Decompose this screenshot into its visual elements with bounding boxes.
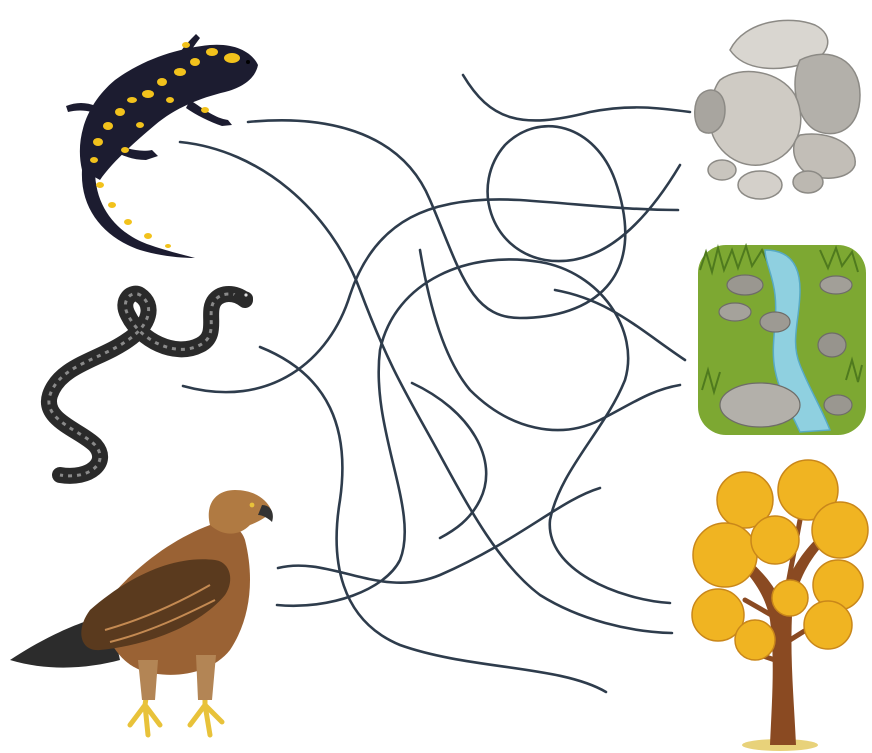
rock-pebble-1 [738, 171, 782, 199]
snake-head [233, 291, 253, 305]
snake-icon[interactable] [49, 291, 253, 476]
rock-right [795, 54, 860, 133]
maze-lines [180, 75, 690, 692]
salamander-leg-front-right [186, 100, 232, 126]
snake-eye [244, 293, 247, 296]
salamander-icon[interactable] [66, 34, 258, 258]
stream-stone-1 [727, 275, 763, 295]
maze-line-7[interactable] [463, 75, 690, 120]
maze-line-1[interactable] [248, 120, 680, 318]
maze-line-4[interactable] [260, 347, 606, 692]
rock-left [695, 90, 725, 133]
maze-line-2[interactable] [180, 142, 672, 633]
stream-icon[interactable] [698, 245, 866, 435]
rocks-icon[interactable] [695, 20, 860, 199]
salamander-leg-back-right [112, 145, 158, 160]
eagle-icon[interactable] [10, 490, 273, 735]
rock-pebble-2 [793, 171, 823, 193]
salamander-body [80, 45, 258, 180]
maze-line-8[interactable] [420, 250, 680, 430]
stream-stone-7 [824, 395, 852, 415]
stream-stone-6 [720, 383, 800, 427]
snake-body [49, 294, 245, 476]
salamander-eye [246, 60, 250, 64]
stream-stone-3 [760, 312, 790, 332]
stream-stone-5 [818, 333, 846, 357]
salamander-leg-back-left [66, 103, 96, 112]
eagle-eye [250, 503, 255, 508]
stream-stone-2 [719, 303, 751, 321]
tree-icon[interactable] [692, 460, 868, 751]
stream-stone-4 [820, 276, 852, 294]
rock-pebble-3 [708, 160, 736, 180]
